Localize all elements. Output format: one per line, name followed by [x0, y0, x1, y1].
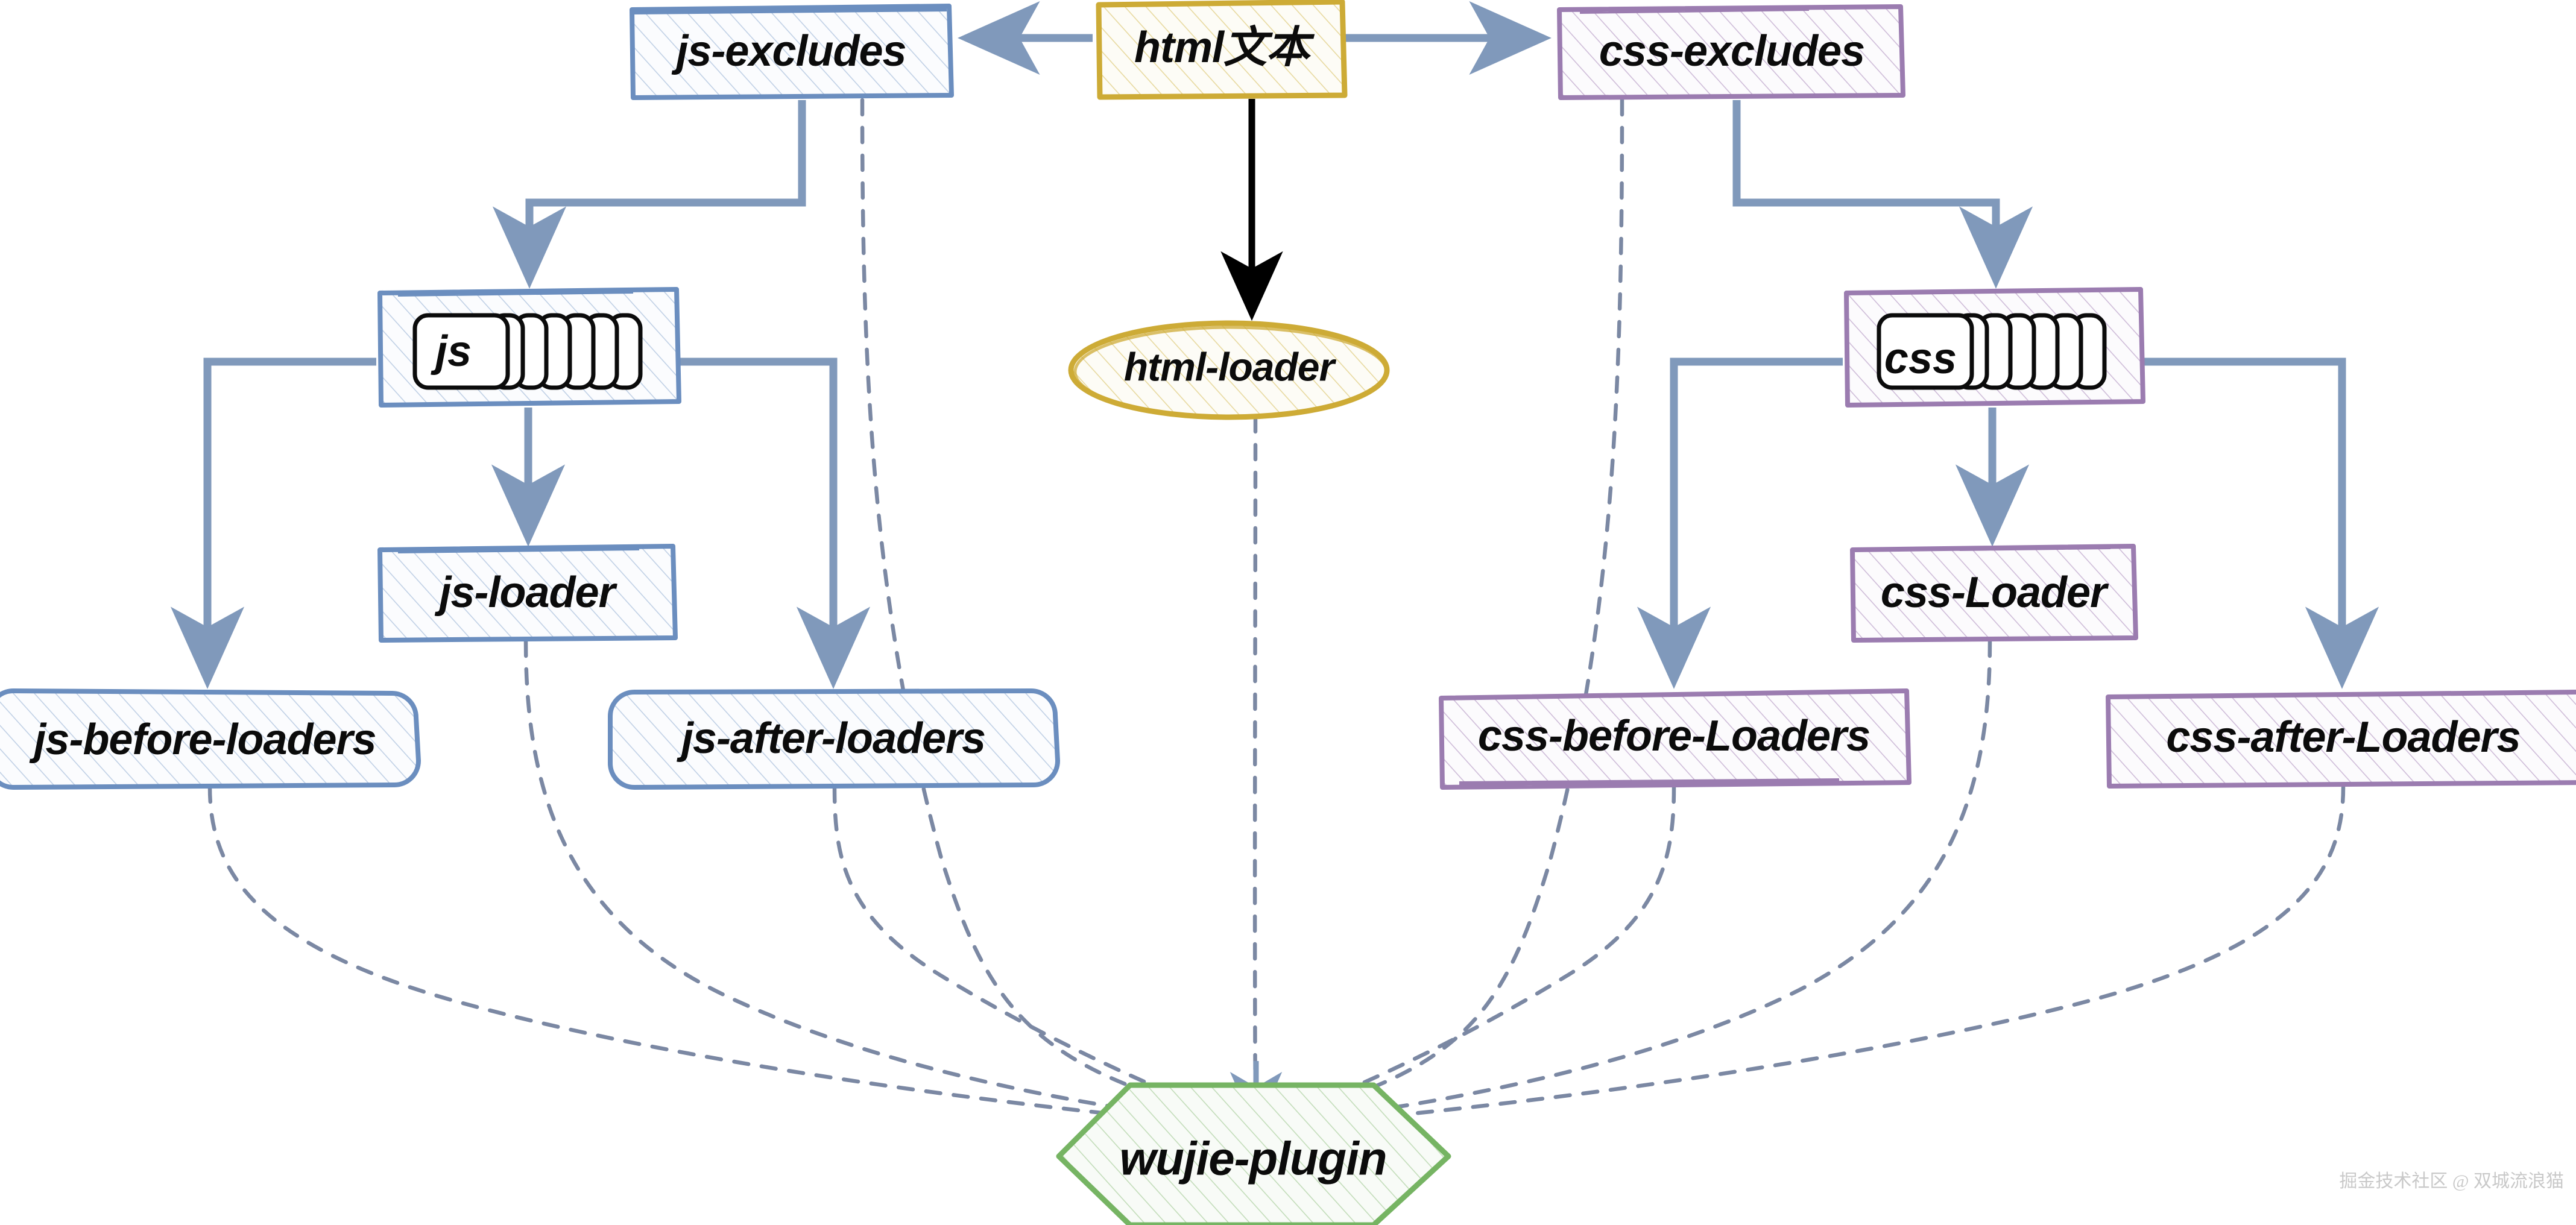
node-css-excludes-outline — [1557, 4, 1905, 100]
node-js-before-loaders[interactable]: js-before-loaders — [0, 688, 421, 790]
node-wujie-plugin-outline — [1056, 1082, 1451, 1225]
node-css-stack[interactable]: css — [1844, 287, 2145, 408]
solid-edges-group — [170, 1, 2379, 689]
node-css-stack-outline — [1844, 287, 2145, 408]
edge-js-before-to-wujie — [207, 785, 1255, 1130]
node-css-before-loaders-outline — [1439, 688, 1911, 790]
edge-css-excludes-to-css-stack — [1732, 100, 2033, 289]
node-wujie-plugin-label: wujie-plugin — [1120, 1132, 1387, 1185]
watermark-text: 掘金技术社区 @ 双城流浪猫 — [2339, 1171, 2564, 1191]
node-css-before-loaders[interactable]: css-before-Loaders — [1439, 688, 1911, 790]
node-wujie-plugin-hatch — [1059, 1085, 1448, 1225]
edge-css-after-to-wujie — [1257, 785, 2346, 1130]
node-js-after-loaders-hatch — [610, 691, 1058, 787]
node-css-loader-hatch — [1852, 546, 2136, 640]
edge-css-stack-to-css-before — [1637, 357, 1843, 689]
edge-css-excludes-to-wujie — [1255, 98, 1624, 1125]
edge-css-stack-to-css-after — [2144, 357, 2379, 689]
node-html-loader-hatch — [1071, 323, 1387, 417]
node-html-text-hatch — [1099, 2, 1345, 97]
edge-js-after-to-wujie — [832, 785, 1257, 1129]
node-html-text-outline — [1096, 0, 1348, 100]
edge-js-stack-to-js-after — [680, 357, 871, 689]
node-js-stack[interactable]: js — [377, 287, 681, 408]
node-js-excludes-label: js-excludes — [671, 27, 906, 75]
node-css-excludes[interactable]: css-excludes — [1557, 4, 1905, 100]
node-css-after-loaders-label: css-after-Loaders — [2166, 713, 2520, 761]
node-wujie-plugin[interactable]: wujie-plugin — [1056, 1082, 1451, 1225]
node-js-after-loaders-label: js-after-loaders — [677, 714, 985, 763]
node-css-before-loaders-hatch — [1441, 691, 1909, 787]
edge-js-stack-to-js-before — [170, 357, 376, 689]
node-css-excludes-hatch — [1559, 7, 1903, 98]
node-css-loader[interactable]: css-Loader — [1850, 544, 2138, 643]
node-css-after-loaders-outline — [2106, 690, 2576, 789]
node-css-excludes-label: css-excludes — [1599, 27, 1864, 75]
node-js-excludes-outline — [630, 4, 954, 100]
edge-js-excludes-to-js-stack — [492, 100, 806, 289]
node-js-excludes-hatch — [632, 6, 952, 98]
node-html-loader[interactable]: html-loader — [1068, 320, 1390, 420]
node-js-stack-label: js — [431, 327, 472, 376]
node-css-loader-outline — [1850, 544, 2138, 643]
node-js-after-loaders[interactable]: js-after-loaders — [608, 688, 1060, 790]
node-css-stack-label: css — [1884, 335, 1957, 383]
js-card-stack-icon — [412, 313, 643, 390]
node-css-loader-label: css-Loader — [1881, 568, 2109, 617]
node-css-before-loaders-label: css-before-Loaders — [1478, 712, 1870, 760]
edge-css-loader-to-wujie — [1255, 639, 1992, 1127]
node-js-stack-outline — [377, 287, 681, 408]
node-css-after-loaders-hatch — [2108, 692, 2576, 786]
node-js-loader-outline — [377, 544, 678, 643]
node-js-before-loaders-hatch — [0, 691, 418, 787]
node-html-loader-outline-2 — [1073, 326, 1388, 418]
node-html-text[interactable]: html文本 — [1096, 0, 1348, 100]
node-js-after-loaders-outline — [608, 688, 1060, 790]
node-js-loader-hatch — [380, 546, 675, 640]
edge-css-before-to-wujie — [1254, 785, 1676, 1129]
node-js-loader[interactable]: js-loader — [377, 544, 678, 643]
node-js-loader-label: js-loader — [434, 568, 617, 617]
edge-js-excludes-to-wujie — [860, 98, 1257, 1125]
node-css-after-loaders[interactable]: css-after-Loaders — [2106, 690, 2576, 789]
node-js-before-loaders-outline — [0, 688, 421, 790]
node-html-loader-label: html-loader — [1124, 344, 1337, 389]
node-js-before-loaders-label: js-before-loaders — [29, 716, 376, 764]
css-card-stack-icon — [1877, 313, 2107, 390]
node-js-excludes[interactable]: js-excludes — [630, 4, 954, 100]
node-html-text-label: html文本 — [1134, 24, 1315, 72]
